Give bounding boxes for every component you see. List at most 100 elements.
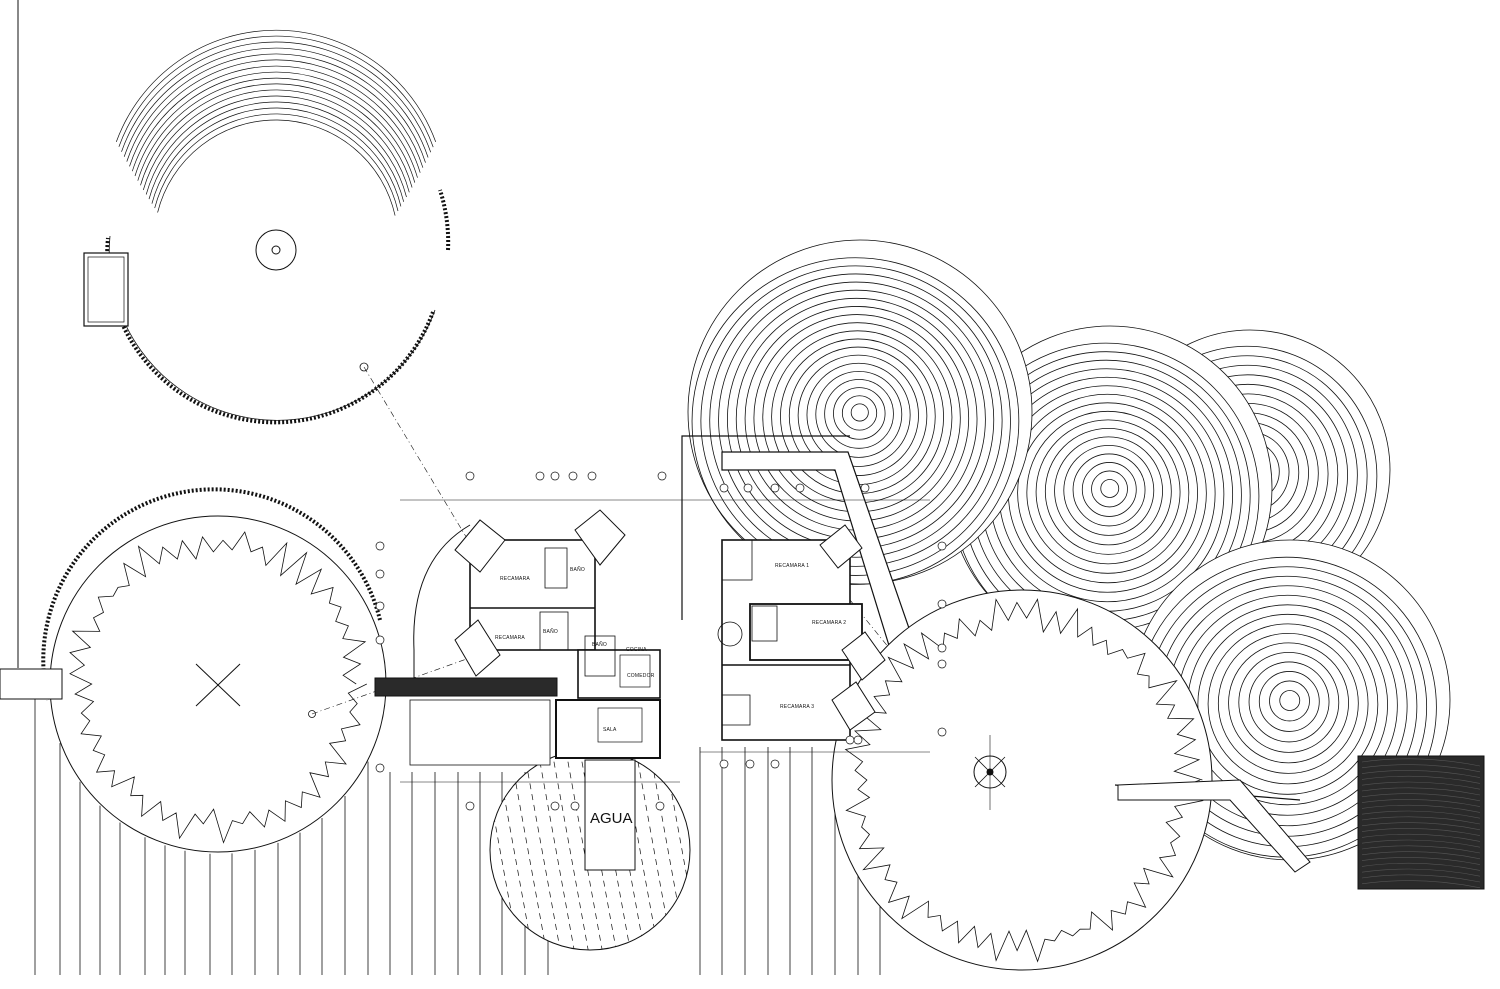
west-wing-bath (539, 611, 569, 651)
hatch-line (1361, 775, 1481, 784)
dining-table (619, 654, 651, 688)
house-west-wing (374, 509, 661, 766)
pavilion-top-left-contour-arcs (115, 29, 437, 216)
contour-ring-north (850, 403, 869, 422)
contour-ring-east (1091, 470, 1128, 508)
contour-arc (157, 119, 396, 216)
room-label-recamara-lower: RECAMARA (495, 635, 525, 641)
grid-marker (937, 599, 947, 609)
grid-marker (570, 801, 580, 811)
hatch-line (1361, 862, 1481, 871)
contour-ring-southeast (1248, 661, 1330, 743)
pavilion-left-annex (0, 668, 63, 700)
contour-ring-north (841, 395, 878, 431)
grid-marker (465, 471, 475, 481)
contour-ring-southeast (1228, 642, 1349, 764)
west-wing-angled-bay-2 (574, 509, 626, 566)
grid-marker (568, 471, 578, 481)
grid-marker (937, 541, 947, 551)
east-wing-bath-3 (721, 694, 751, 726)
room-label-bano-b: BAÑO (543, 628, 558, 635)
pavilion-top-left (83, 29, 451, 425)
hatch-line (1361, 810, 1481, 819)
kitchen-box (577, 649, 661, 699)
grid-marker (845, 735, 855, 745)
east-wing-round-column (717, 621, 743, 647)
grid-marker (465, 801, 475, 811)
contour-ring-east (1044, 427, 1172, 555)
room-label-comedor: COMEDOR (627, 673, 655, 679)
room-label-recamara-3: RECAMARA 3 (780, 704, 814, 710)
pavilion-top-left-center-ring (255, 229, 297, 271)
room-label-sala: SALA (603, 727, 617, 733)
hatch-line (1361, 868, 1481, 877)
hatch-line (1361, 799, 1481, 807)
contour-arc (123, 47, 429, 158)
east-wing-angled-bay-3 (831, 681, 876, 731)
room-label-recamara-1: RECAMARA 1 (775, 563, 809, 569)
hatch-line (1361, 880, 1481, 889)
grid-marker (375, 569, 385, 579)
water-pool-deck (584, 759, 636, 871)
hatch-line (1361, 787, 1481, 796)
hatch-line (1361, 816, 1481, 825)
contour-ring-east (1081, 462, 1137, 517)
contour-ring-east (1054, 436, 1163, 546)
grid-marker (937, 727, 947, 737)
east-wing-bath-1 (721, 539, 753, 581)
east-wing-angled-bay-2 (841, 631, 886, 681)
water-hatch-line (647, 750, 689, 950)
contour-ring-north (815, 370, 903, 458)
water-hatch-line (490, 750, 521, 950)
grid-marker (770, 483, 780, 493)
west-wing-angled-bay-3 (454, 619, 501, 677)
contour-arc (129, 59, 424, 168)
contour-arc (118, 35, 434, 148)
water-hatch-line (563, 750, 605, 950)
pavilion-left-center-cross-b (195, 663, 241, 707)
grid-marker (375, 601, 385, 611)
contour-ring-southeast (1207, 623, 1369, 785)
pavilion-top-left-annex (83, 252, 129, 327)
room-label-bano-a: BAÑO (570, 566, 585, 573)
contour-ring-southeast (1238, 652, 1340, 753)
pavilion-right-path (1117, 779, 1311, 873)
walkway-left-edge (681, 435, 850, 620)
contour-ring-southeast (1269, 680, 1310, 722)
grid-marker (795, 483, 805, 493)
hatch-line (1361, 839, 1481, 848)
grid-marker (550, 801, 560, 811)
hatch-line (1361, 845, 1481, 854)
grid-marker (375, 635, 385, 645)
house-east-wing (717, 524, 886, 741)
contour-ring-north (797, 354, 919, 476)
contour-ring-north (709, 273, 1003, 567)
grid-marker (937, 659, 947, 669)
hatch-line (1361, 764, 1481, 773)
room-label-bano-c: BAÑO (592, 641, 607, 648)
water-hatch-line (633, 750, 675, 950)
ground-strip-lines (34, 686, 881, 975)
hatch-line (1361, 828, 1481, 836)
pavilion-top-left-wall-stub (438, 189, 451, 251)
pavilion-top-left-center-point (271, 245, 281, 255)
axis-line-north (363, 366, 481, 561)
west-bath-2 (584, 635, 616, 677)
grid-marker (745, 759, 755, 769)
contour-ring-southeast (1197, 613, 1379, 795)
east-wing-bath-2 (751, 605, 778, 642)
dark-square (1357, 755, 1485, 890)
hatch-line (1361, 833, 1481, 842)
contour-ring-southeast (1279, 690, 1301, 711)
hatch-line (1361, 804, 1481, 813)
pavilion-right-ring (831, 589, 1213, 971)
living-room-box (555, 699, 661, 759)
contour-ring-north (806, 362, 911, 467)
contour-ring-north (700, 265, 1011, 576)
contour-ring-southeast (1217, 632, 1359, 774)
contour-arc (115, 29, 437, 143)
hatch-line (1361, 851, 1481, 860)
grid-marker (860, 483, 870, 493)
contour-arc (121, 41, 432, 153)
east-wing-angled-bay (819, 524, 863, 569)
